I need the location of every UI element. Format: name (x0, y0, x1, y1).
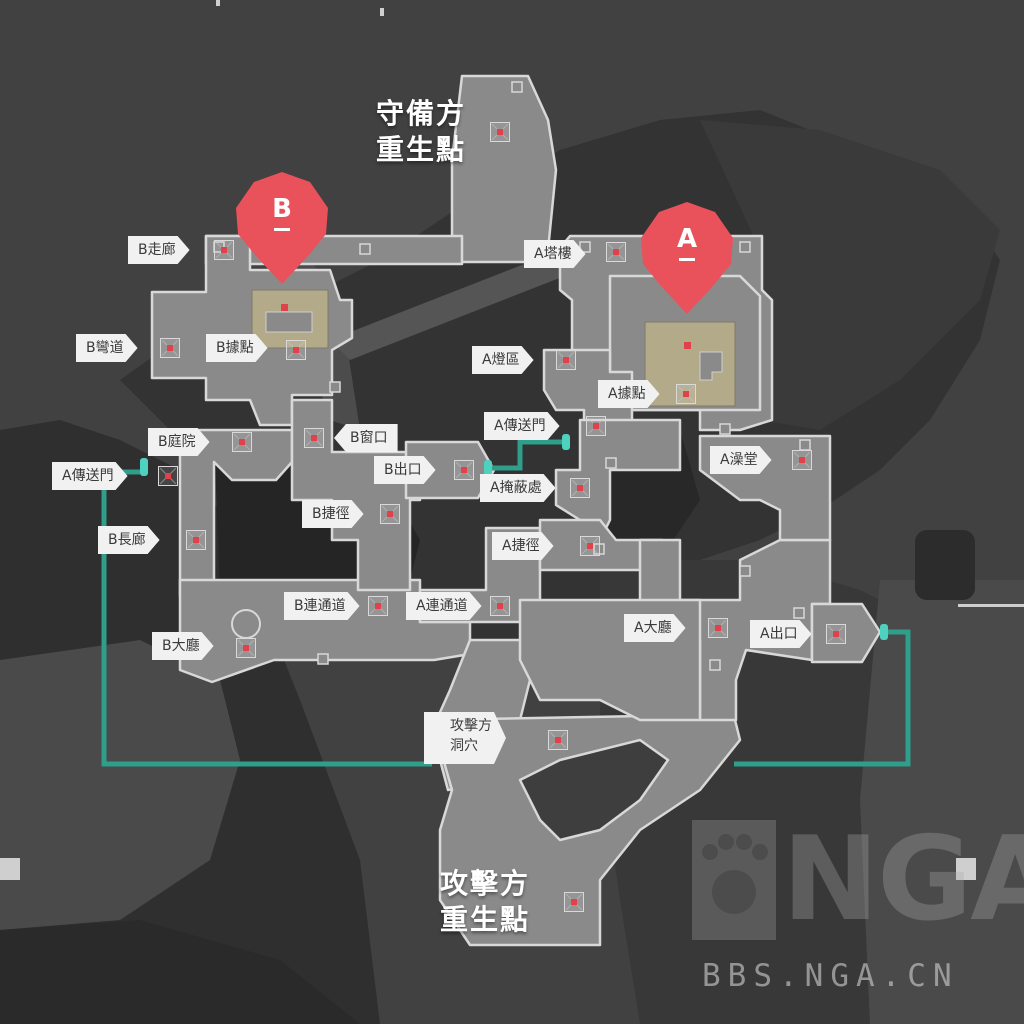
callout-b-lobby[interactable]: B大廳 (152, 632, 214, 660)
b-site-dot (281, 304, 288, 311)
callout-attacker-cave[interactable]: 攻擊方 洞穴 (424, 712, 506, 764)
callout-a-lobby[interactable]: A大廳 (624, 614, 686, 642)
marker-attacker-spawn[interactable] (564, 892, 584, 912)
b-site-box (265, 311, 313, 333)
callout-a-site[interactable]: A據點 (598, 380, 660, 408)
callout-b-link[interactable]: B連通道 (284, 592, 360, 620)
edge-mark-left (0, 858, 20, 880)
marker-a-lamps[interactable] (556, 350, 576, 370)
marker-a-bath[interactable] (792, 450, 812, 470)
marker-b-courtyard[interactable] (232, 432, 252, 452)
marker-b-bend[interactable] (160, 338, 180, 358)
callout-b-bend[interactable]: B彎道 (76, 334, 138, 362)
marker-b-link[interactable] (368, 596, 388, 616)
marker-b-lobby[interactable] (236, 638, 256, 658)
marker-a-lobby[interactable] (708, 618, 728, 638)
defender-spawn-label: 守備方 重生點 (376, 97, 467, 166)
callout-a-shortcut[interactable]: A捷徑 (492, 532, 554, 560)
teleporter-line-a (492, 439, 566, 471)
callout-a-link[interactable]: A連通道 (406, 592, 482, 620)
marker-defender-spawn[interactable] (490, 122, 510, 142)
callout-b-site[interactable]: B據點 (206, 334, 268, 362)
callout-a-tower[interactable]: A塔樓 (524, 240, 586, 268)
marker-a-teleporter-left[interactable] (158, 466, 178, 486)
b-site-pin[interactable]: B (234, 172, 330, 284)
a-site-letter: A (676, 224, 698, 254)
teleporter-pads (140, 434, 888, 640)
callout-b-shortcut[interactable]: B捷徑 (302, 500, 364, 528)
edge-mark-right (956, 858, 976, 880)
a-exit-area (810, 602, 882, 664)
b-site-letter: B (272, 194, 292, 224)
b-site-underline (274, 228, 290, 231)
cave-hole (518, 738, 670, 842)
marker-a-site[interactable] (676, 384, 696, 404)
marker-b-exit[interactable] (454, 460, 474, 480)
marker-attacker-cave[interactable] (548, 730, 568, 750)
marker-b-shortcut[interactable] (380, 504, 400, 524)
callout-b-hall[interactable]: B走廊 (128, 236, 190, 264)
defender-spawn-area (450, 74, 558, 264)
watermark-url: BBS.NGA.CN (702, 958, 959, 994)
callout-b-exit[interactable]: B出口 (374, 456, 436, 484)
callout-b-courtyard[interactable]: B庭院 (148, 428, 210, 456)
marker-a-cover[interactable] (570, 478, 590, 498)
edge-mark-top-left (216, 0, 220, 6)
callout-a-lamps[interactable]: A燈區 (472, 346, 534, 374)
nga-paw-logo-icon (692, 820, 776, 940)
teleporter-line-right (734, 629, 911, 767)
marker-a-link[interactable] (490, 596, 510, 616)
attacker-spawn-label: 攻擊方 重生點 (440, 867, 531, 936)
edge-mark-top-center (380, 8, 384, 16)
a-site-pin[interactable]: A (639, 202, 735, 314)
callout-a-exit[interactable]: A出口 (750, 620, 812, 648)
a-site-underline (679, 258, 695, 261)
marker-a-tower[interactable] (606, 242, 626, 262)
callout-a-cover[interactable]: A掩蔽處 (480, 474, 556, 502)
callout-a-teleporter-left[interactable]: A傳送門 (52, 462, 128, 490)
callout-a-teleporter[interactable]: A傳送門 (484, 412, 560, 440)
marker-b-site[interactable] (286, 340, 306, 360)
marker-b-hall[interactable] (214, 240, 234, 260)
edge-mark-right-line (958, 604, 1024, 607)
marker-b-window[interactable] (304, 428, 324, 448)
callout-a-bath[interactable]: A澡堂 (710, 446, 772, 474)
marker-b-long[interactable] (186, 530, 206, 550)
a-site-dot (684, 342, 691, 349)
watermark-logo: NGA (782, 812, 1024, 947)
a-site-box (699, 351, 723, 381)
marker-a-shortcut[interactable] (580, 536, 600, 556)
marker-a-teleporter[interactable] (586, 416, 606, 436)
callout-b-long[interactable]: B長廊 (98, 526, 160, 554)
marker-a-exit[interactable] (826, 624, 846, 644)
callout-b-window[interactable]: B窗口 (334, 424, 398, 452)
